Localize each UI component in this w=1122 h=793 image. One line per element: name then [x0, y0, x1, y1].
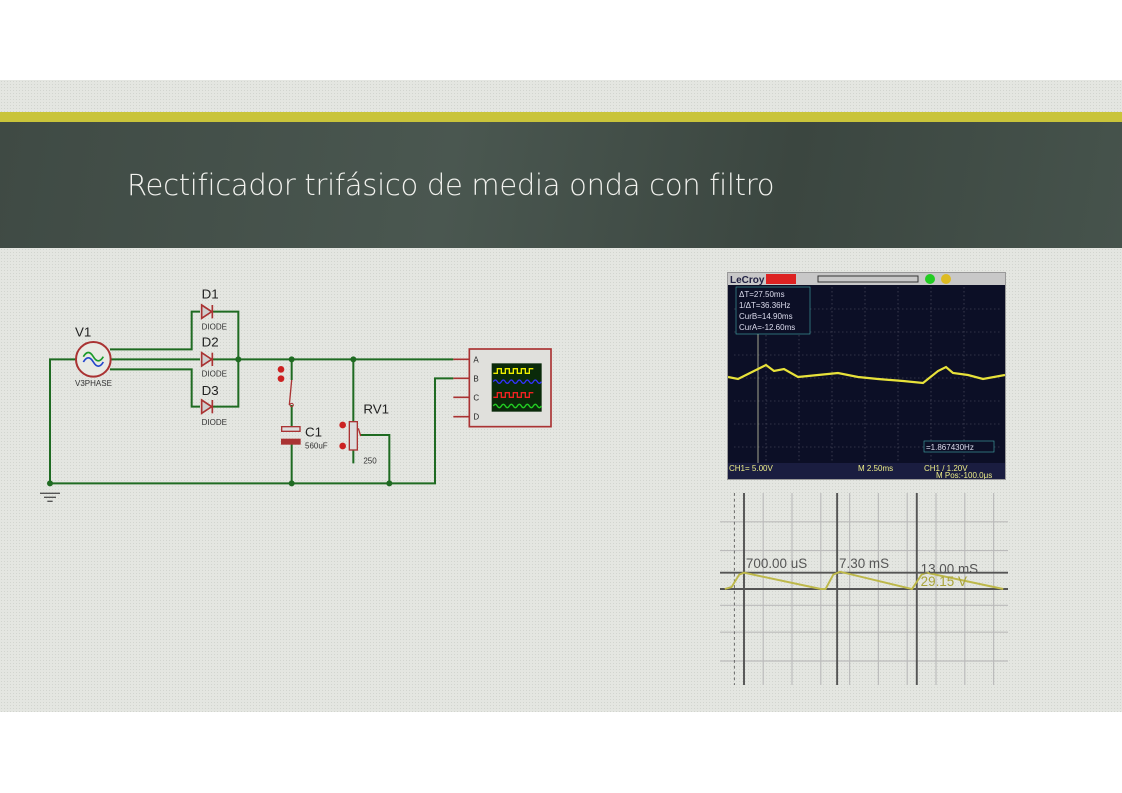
rv1-value: 250	[363, 456, 377, 465]
scope-trace	[728, 363, 1005, 385]
potentiometer[interactable]	[339, 421, 362, 451]
rv1-label: RV1	[363, 401, 389, 416]
title-banner	[0, 122, 1122, 248]
svg-text:CH1 / 1.20V: CH1 / 1.20V	[924, 464, 968, 473]
c1-label: C1	[305, 425, 322, 440]
d3-label: D3	[202, 383, 219, 398]
svg-text:B: B	[473, 374, 478, 383]
d1-type: DIODE	[202, 322, 227, 331]
marker-2: 7.30 mS	[839, 556, 889, 571]
scope-frequency: =1.867430Hz	[926, 443, 974, 452]
svg-text:ΔT=27.50ms: ΔT=27.50ms	[739, 290, 785, 299]
source-type: V3PHASE	[75, 379, 112, 388]
svg-text:D: D	[473, 413, 479, 422]
slide-title: Rectificador trifásico de media onda con…	[127, 168, 775, 202]
c1-value: 560uF	[305, 441, 328, 450]
svg-text:M Pos:-100.0μs: M Pos:-100.0μs	[936, 471, 992, 480]
svg-text:M 2.50ms: M 2.50ms	[858, 464, 893, 473]
svg-text:CH1= 5.00V: CH1= 5.00V	[729, 464, 773, 473]
svg-text:A: A	[473, 355, 479, 364]
d2-type: DIODE	[202, 370, 227, 379]
marker-3: 13.00 mS	[921, 562, 979, 577]
circuit-schematic: V1 V3PHASE D1 DIODE D2 DIODE D3 DIODE C1…	[40, 286, 552, 502]
svg-text:CurA=-12.60ms: CurA=-12.60ms	[739, 323, 795, 332]
virtual-oscilloscope: A B C D	[453, 348, 552, 428]
simulation-graph: 700.00 uS 7.30 mS 13.00 mS 29.15 V	[720, 493, 1008, 685]
source-label: V1	[75, 325, 91, 340]
svg-text:C: C	[473, 393, 479, 402]
d3-type: DIODE	[202, 418, 227, 427]
d2-label: D2	[202, 335, 219, 350]
voltage-readout: 29.15 V	[921, 574, 967, 589]
accent-band	[0, 112, 1122, 122]
d1-label: D1	[202, 286, 219, 301]
svg-text:1/ΔT=36.36Hz: 1/ΔT=36.36Hz	[739, 301, 790, 310]
v3phase-source: V1 V3PHASE	[75, 325, 112, 388]
svg-text:CurB=14.90ms: CurB=14.90ms	[739, 312, 793, 321]
ripple-trace	[724, 570, 1004, 591]
marker-1: 700.00 uS	[746, 556, 807, 571]
switch[interactable]	[277, 366, 294, 408]
oscilloscope-capture: LeCroy ΔT=27.50ms 1/ΔT=36.36Hz CurB=14.9…	[727, 272, 1006, 480]
scope-brand: LeCroy	[730, 275, 765, 286]
